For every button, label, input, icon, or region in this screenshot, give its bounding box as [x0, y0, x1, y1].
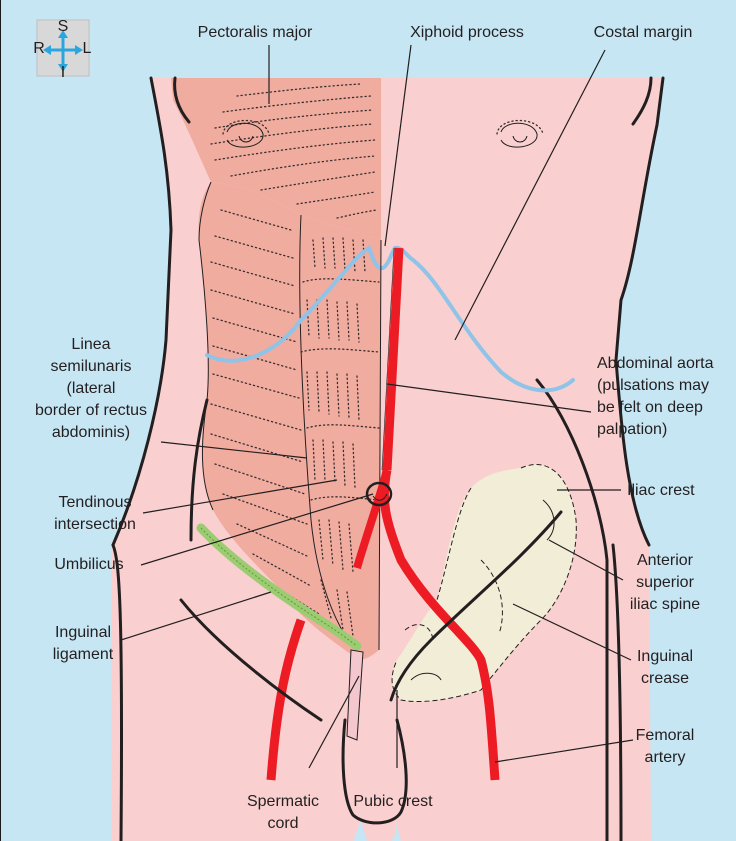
- label-pubic-crest: Pubic crest: [353, 793, 433, 810]
- label-xiphoid-process: Xiphoid process: [410, 24, 524, 41]
- label-iliac-crest: Iliac crest: [627, 482, 695, 499]
- svg-text:superior: superior: [636, 574, 694, 591]
- label-umbilicus: Umbilicus: [54, 556, 123, 573]
- svg-text:Spermatic: Spermatic: [247, 793, 319, 810]
- label-anterior-superior-iliac-spine: Anterior superior iliac spine: [630, 552, 700, 613]
- svg-text:iliac spine: iliac spine: [630, 596, 700, 613]
- svg-text:Abdominal aorta: Abdominal aorta: [597, 355, 714, 372]
- svg-text:crease: crease: [641, 670, 689, 687]
- svg-text:ligament: ligament: [53, 646, 114, 663]
- svg-text:Anterior: Anterior: [637, 552, 694, 569]
- label-inguinal-ligament: Inguinal ligament: [53, 624, 114, 663]
- label-tendinous-intersection: Tendinous intersection: [54, 494, 136, 533]
- label-costal-margin: Costal margin: [594, 24, 693, 41]
- svg-text:palpation): palpation): [597, 421, 667, 438]
- svg-text:Femoral: Femoral: [636, 727, 695, 744]
- svg-text:abdominis): abdominis): [52, 424, 130, 441]
- svg-text:semilunaris: semilunaris: [51, 358, 132, 375]
- svg-text:Linea: Linea: [71, 336, 110, 353]
- label-linea-semilunaris: Linea semilunaris (lateral border of rec…: [35, 336, 147, 441]
- svg-text:(lateral: (lateral: [67, 380, 116, 397]
- compass-left: L: [83, 40, 92, 57]
- svg-text:Inguinal: Inguinal: [637, 648, 693, 665]
- svg-text:Tendinous: Tendinous: [59, 494, 132, 511]
- svg-text:be felt on deep: be felt on deep: [597, 399, 703, 416]
- orientation-compass: S I R L: [33, 18, 91, 81]
- svg-text:intersection: intersection: [54, 516, 136, 533]
- svg-text:(pulsations may: (pulsations may: [597, 377, 709, 394]
- svg-text:border of rectus: border of rectus: [35, 402, 147, 419]
- svg-text:artery: artery: [645, 749, 686, 766]
- compass-inferior: I: [61, 64, 65, 81]
- svg-text:cord: cord: [267, 815, 298, 832]
- svg-text:Inguinal: Inguinal: [55, 624, 111, 641]
- label-pectoralis-major: Pectoralis major: [198, 24, 313, 41]
- compass-superior: S: [58, 18, 69, 35]
- compass-right: R: [33, 40, 45, 57]
